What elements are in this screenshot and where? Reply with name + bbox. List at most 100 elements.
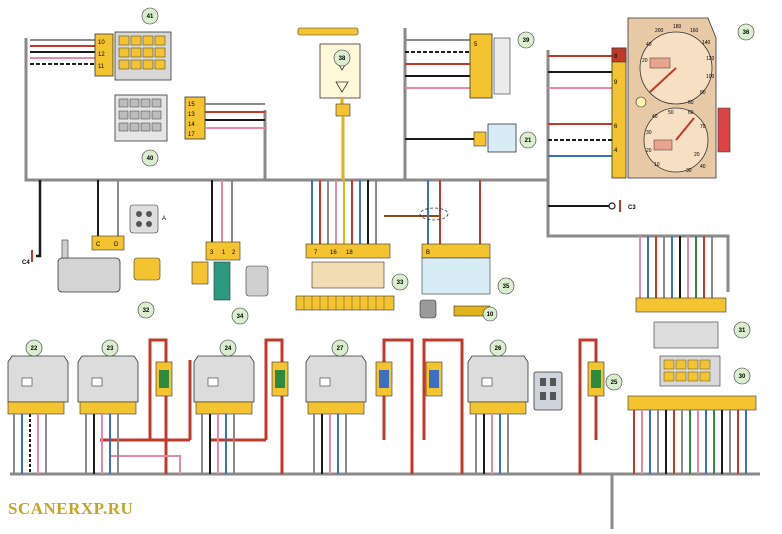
callout-36: 36 xyxy=(737,23,755,41)
small-gauge-ticks: 20 40 30 xyxy=(686,152,706,174)
fuse-5 xyxy=(587,361,605,397)
speed-tick: 160 xyxy=(690,28,699,34)
connector-41-pins xyxy=(94,33,114,77)
left-components xyxy=(31,180,161,293)
component-34 xyxy=(191,180,269,301)
component-33-body xyxy=(311,261,385,289)
speed-tick: 40 xyxy=(646,42,652,48)
label-c3: C3 xyxy=(628,205,636,211)
warning-lamp xyxy=(635,96,647,108)
small-tick: 30 xyxy=(686,168,692,174)
svg-text:38: 38 xyxy=(339,56,346,62)
callout-27: 27 xyxy=(331,339,349,357)
svg-text:30: 30 xyxy=(739,374,746,380)
callout-33: 33 xyxy=(391,273,409,291)
speed-tick: 60 xyxy=(688,100,694,106)
watermark-text: SCANERXP.RU xyxy=(8,499,133,518)
fan-sensor-body xyxy=(213,261,231,301)
component-21 xyxy=(405,123,517,153)
pin-label: 16 xyxy=(330,250,337,256)
callout-10: 10 xyxy=(482,306,498,322)
component-21-body xyxy=(487,123,517,153)
callout-25: 25 xyxy=(605,373,623,391)
callout-39: 39 xyxy=(517,31,535,49)
pin-label: 10 xyxy=(98,40,105,46)
rpm-tick: 10 xyxy=(654,162,660,168)
rpm-tick: 50 xyxy=(668,110,674,116)
svg-text:C3: C3 xyxy=(628,205,636,211)
pin-label: 4 xyxy=(614,148,618,154)
rpm-tick: 70 xyxy=(700,124,706,130)
trunk-left-top xyxy=(24,38,548,182)
small-tick: 40 xyxy=(700,164,706,170)
pin-label: 5 xyxy=(474,42,478,48)
callout-26: 26 xyxy=(489,339,507,357)
relay-22 xyxy=(7,355,69,415)
rpm-tick: 30 xyxy=(646,130,652,136)
pin-label: 12 xyxy=(98,52,105,58)
connector-group-40 xyxy=(114,94,265,142)
pin-label: 1 xyxy=(222,250,226,256)
pin-label: 9 xyxy=(614,80,618,86)
ground-c3 xyxy=(608,200,621,212)
svg-text:40: 40 xyxy=(147,156,154,162)
svg-text:C4: C4 xyxy=(22,260,30,266)
fuse-4 xyxy=(425,361,443,397)
svg-text:27: 27 xyxy=(337,346,344,352)
relay-27 xyxy=(305,355,367,415)
fuse-3 xyxy=(375,361,393,397)
component-33 xyxy=(295,180,440,311)
pin-label: 6 xyxy=(614,124,618,130)
instrument-cluster-36: 200 180 160 140 120 100 80 60 40 20 50 6… xyxy=(548,17,731,207)
callout-38: 38 xyxy=(333,49,351,67)
speed-tick: 100 xyxy=(706,74,715,80)
component-35-body xyxy=(421,257,491,295)
callout-40: 40 xyxy=(141,149,159,167)
speed-tick: 140 xyxy=(702,40,711,46)
pin-label: B xyxy=(426,250,430,256)
svg-text:39: 39 xyxy=(523,38,530,44)
rpm-tick: 20 xyxy=(646,148,652,154)
callout-32: 32 xyxy=(137,301,155,319)
fuse-1 xyxy=(155,361,173,397)
callout-31: 31 xyxy=(733,321,751,339)
callout-22: 22 xyxy=(25,339,43,357)
relay-socket xyxy=(533,371,563,411)
component-33-strip xyxy=(295,295,395,311)
pin-labels: 10 12 11 15 13 14 17 8 9 6 4 5 C D 3 1 A… xyxy=(96,40,618,256)
svg-text:24: 24 xyxy=(225,346,232,352)
callout-34: 34 xyxy=(231,307,249,325)
pin-label: 11 xyxy=(98,64,105,70)
callout-23: 23 xyxy=(101,339,119,357)
svg-text:25: 25 xyxy=(611,380,618,386)
component-31-body xyxy=(653,321,719,349)
svg-text:33: 33 xyxy=(397,280,404,286)
callout-41: 41 xyxy=(141,7,159,25)
speed-tick: 20 xyxy=(642,58,648,64)
svg-text:23: 23 xyxy=(107,346,114,352)
callout-30: 30 xyxy=(733,367,751,385)
svg-text:41: 41 xyxy=(147,14,154,20)
pin-label: C xyxy=(96,242,101,248)
pin-label: 2 xyxy=(232,250,236,256)
callout-21: 21 xyxy=(519,131,537,149)
pin-label: 14 xyxy=(188,122,195,128)
pin-label: 15 xyxy=(188,102,195,108)
callout-24: 24 xyxy=(219,339,237,357)
component-39-pins xyxy=(469,33,493,99)
pin-label: D xyxy=(114,242,119,248)
callout-35: 35 xyxy=(497,277,515,295)
component-35 xyxy=(419,180,491,319)
speed-tick: 200 xyxy=(655,28,664,34)
fuse-2 xyxy=(271,361,289,397)
small-tick: 20 xyxy=(694,152,700,158)
tachometer-needle xyxy=(675,117,695,141)
label-c4: C4 xyxy=(22,260,30,266)
trunk-right xyxy=(546,50,730,292)
pin-label: 17 xyxy=(188,132,195,138)
relay-24 xyxy=(193,355,255,415)
tachometer-ticks: 50 60 70 40 30 20 10 xyxy=(646,110,706,168)
cluster-red-connector xyxy=(717,107,731,153)
component-31 xyxy=(635,236,727,349)
